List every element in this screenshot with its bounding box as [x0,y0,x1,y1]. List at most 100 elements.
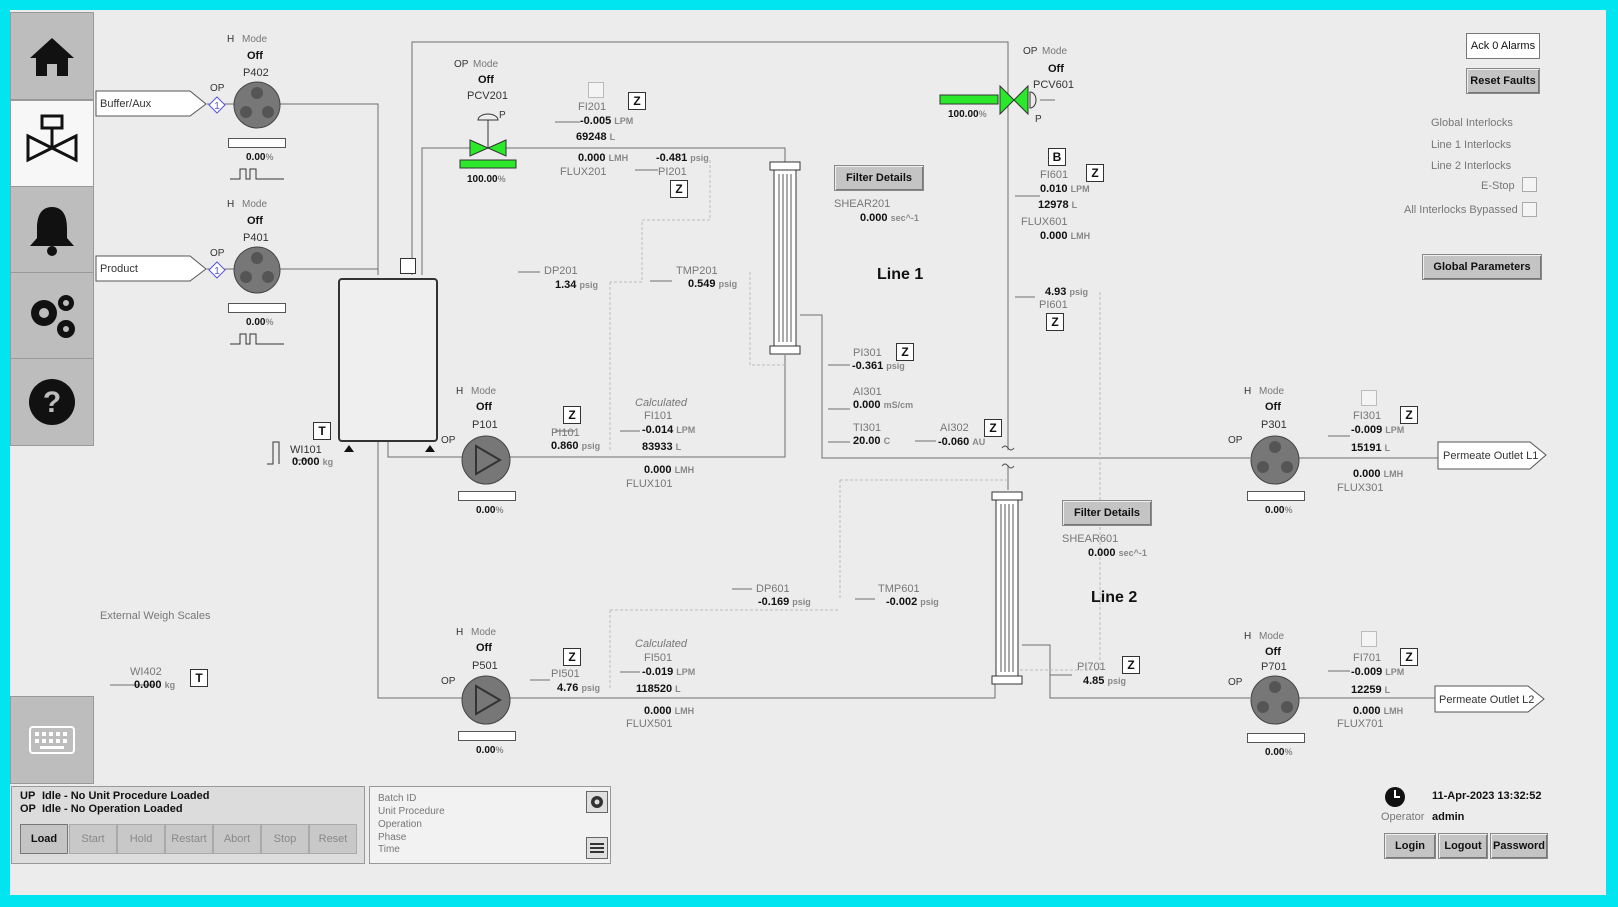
p501-h: H [456,627,464,638]
pcv201-mode-label: Mode [473,59,499,70]
login-button[interactable]: Login [1384,833,1436,859]
wi402-name: WI402 [130,666,162,678]
process-piping [95,41,1547,713]
settings-nav-button[interactable] [10,272,94,360]
global-parameters-button[interactable]: Global Parameters [1422,254,1542,280]
global-interlocks-link[interactable]: Global Interlocks [1431,117,1513,129]
pcv201-p: P [499,110,506,121]
fi101-total: 83933 L [642,441,682,453]
pi301-zero-button[interactable]: Z [896,343,914,361]
p401-mode: Off [247,215,263,227]
fi501-calc-label: Calculated [635,638,687,650]
pi701-value: 4.85 psig [1083,675,1126,687]
pcv201-valve-icon[interactable] [458,108,528,170]
wi402-tare-button[interactable]: T [190,669,208,687]
p501-speed: 0.00% [476,745,504,756]
dp201-value: 1.34 psig [555,279,598,291]
p401-op: OP [210,248,225,259]
p401-mode-label: Mode [242,199,268,210]
equipment-nav-button[interactable] [10,100,94,188]
line-1-interlocks-link[interactable]: Line 1 Interlocks [1431,139,1512,151]
pi701-zero-button[interactable]: Z [1122,656,1140,674]
fi701-value: -0.009 LPM [1351,666,1405,678]
buffer-source-label[interactable]: Buffer/Aux [100,98,152,110]
fi201-zero-button[interactable]: Z [628,92,646,110]
fi601-zero-button[interactable]: Z [1086,164,1104,182]
p402-h: H [227,34,235,45]
p401-pump-icon[interactable] [232,245,282,295]
pcv601-op: OP [1023,46,1038,57]
list-icon [590,843,604,853]
fi201-total: 69248 L [576,131,616,143]
restart-button[interactable]: Restart [165,824,213,854]
pi601-zero-button[interactable]: Z [1046,313,1064,331]
fi101-value: -0.014 LPM [642,424,696,436]
up-tag: UP [20,790,36,802]
fi701-zero-button[interactable]: Z [1400,648,1418,666]
filter-2-details-button[interactable]: Filter Details [1062,500,1152,526]
flux201-value: 0.000 LMH [578,152,629,164]
pcv601-valve-icon[interactable] [938,82,1048,122]
ack-alarms-button[interactable]: Ack 0 Alarms [1466,33,1540,59]
hold-button[interactable]: Hold [117,824,165,854]
line-2-interlocks-link[interactable]: Line 2 Interlocks [1431,160,1512,172]
line-1-label: Line 1 [877,266,924,283]
flux601-value: 0.000 LMH [1040,230,1091,242]
p101-op: OP [441,435,456,446]
pi601-name: PI601 [1039,299,1068,311]
ai302-name: AI302 [940,422,969,434]
fi301-zero-button[interactable]: Z [1400,406,1418,424]
pcv601-position: 100.00% [948,109,987,120]
p501-pump-icon[interactable] [460,674,512,726]
stop-button[interactable]: Stop [261,824,309,854]
pi201-zero-button[interactable]: Z [670,180,688,198]
start-button[interactable]: Start [69,824,117,854]
fi601-bypass-button[interactable]: B [1048,148,1066,166]
p301-pump-icon[interactable] [1249,434,1301,486]
p701-speed-bar [1247,733,1305,743]
p301-speed: 0.00% [1265,505,1293,516]
tmp201-name: TMP201 [676,265,718,277]
ai302-zero-button[interactable]: Z [984,419,1002,437]
batch-settings-button[interactable] [586,791,608,813]
load-button[interactable]: Load [20,824,68,854]
help-nav-button[interactable]: ? [10,358,94,446]
p301-speed-bar [1247,491,1305,501]
fi301-value: -0.009 LPM [1351,424,1405,436]
filter-1-details-button[interactable]: Filter Details [834,165,924,191]
p301-name: P301 [1261,419,1287,431]
estop-indicator [1522,177,1537,192]
p501-name: P501 [472,660,498,672]
keyboard-nav-button[interactable] [10,696,94,784]
filter-2-icon[interactable] [990,490,1026,686]
pi101-zero-button[interactable]: Z [563,406,581,424]
permeate-outlet-l1-label[interactable]: Permeate Outlet L1 [1443,450,1539,462]
home-nav-button[interactable] [10,12,94,100]
alarms-nav-button[interactable] [10,186,94,274]
p101-pump-icon[interactable] [460,434,512,486]
ai301-value: 0.000 mS/cm [853,399,914,411]
product-source-label[interactable]: Product [100,263,138,275]
permeate-outlet-l2-label[interactable]: Permeate Outlet L2 [1439,694,1535,706]
p101-h: H [456,386,464,397]
p402-pump-icon[interactable] [232,80,282,130]
wi101-tare-button[interactable]: T [313,422,331,440]
abort-button[interactable]: Abort [213,824,261,854]
pi101-name: PI101 [551,427,580,439]
shear601-name: SHEAR601 [1062,533,1119,545]
batch-list-button[interactable] [586,837,608,859]
flux301-name: FLUX301 [1337,482,1384,494]
fi601-total: 12978 L [1038,199,1078,211]
p701-pump-icon[interactable] [1249,674,1301,726]
feed-tank[interactable] [338,278,438,442]
pi501-zero-button[interactable]: Z [563,648,581,666]
wi101-value: 0.000 kg [292,456,334,468]
logout-button[interactable]: Logout [1438,833,1488,859]
flux101-value: 0.000 LMH [644,464,695,476]
reset-faults-button[interactable]: Reset Faults [1466,68,1540,94]
password-button[interactable]: Password [1490,833,1548,859]
filter-1-icon[interactable] [768,160,804,356]
reset-button[interactable]: Reset [309,824,357,854]
p402-speed: 0.00% [246,152,274,163]
flux301-value: 0.000 LMH [1353,468,1404,480]
